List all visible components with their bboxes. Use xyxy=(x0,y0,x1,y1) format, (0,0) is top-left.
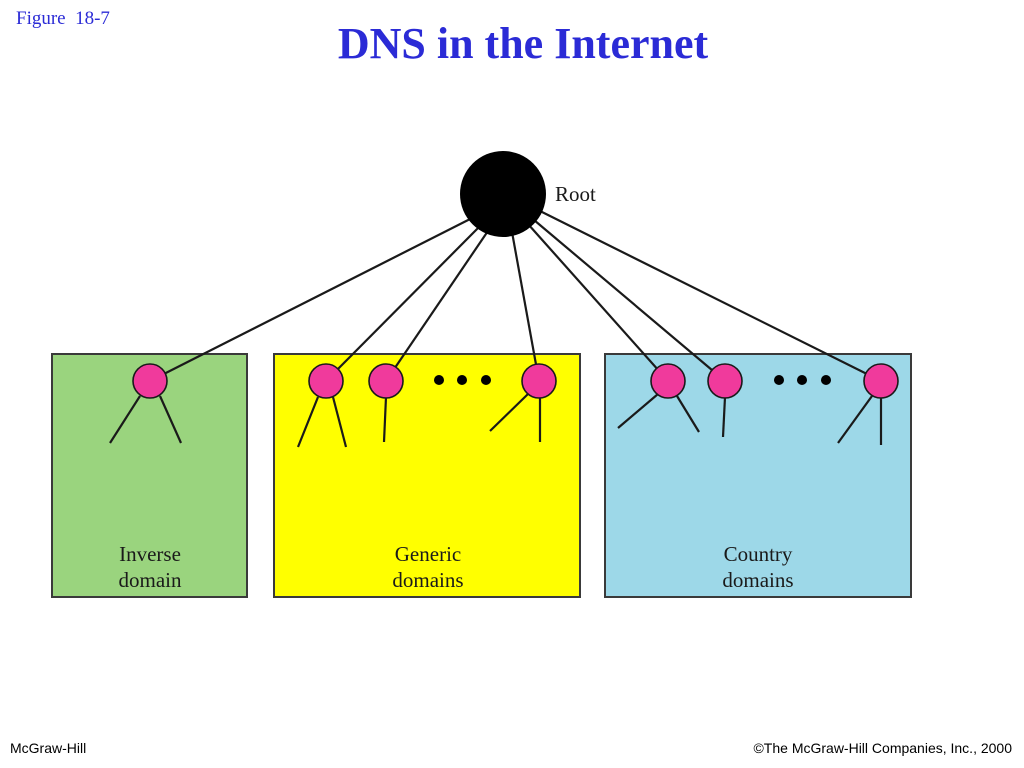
footer-publisher: McGraw-Hill xyxy=(10,740,87,756)
country-domain-node xyxy=(707,363,743,399)
root-label: Root xyxy=(555,182,596,206)
generic-domain-node xyxy=(308,363,344,399)
inverse-domain-node xyxy=(132,363,168,399)
root-edges xyxy=(149,209,882,382)
inverse-domain-label-line2: domain xyxy=(119,568,182,592)
child-edges xyxy=(109,393,883,448)
country-domains-label-line2: domains xyxy=(722,568,793,592)
generic-domain-node xyxy=(521,363,557,399)
slide-title: DNS in the Internet xyxy=(337,19,709,68)
country-domain-node xyxy=(863,363,899,399)
generic-domain-node xyxy=(368,363,404,399)
ellipsis-dots xyxy=(434,375,831,385)
generic-domains-label-line1: Generic xyxy=(395,542,461,566)
footer-copyright: ©The McGraw-Hill Companies, Inc., 2000 xyxy=(753,740,1012,756)
country-domain-node xyxy=(650,363,686,399)
generic-domains-label-line2: domains xyxy=(392,568,463,592)
root-node xyxy=(460,151,546,237)
inverse-domain-label-line1: Inverse xyxy=(119,542,181,566)
figure-label: Figure 18-7 xyxy=(16,8,110,29)
country-domains-label-line1: Country xyxy=(724,542,793,566)
inverse-domain-box xyxy=(51,353,248,598)
